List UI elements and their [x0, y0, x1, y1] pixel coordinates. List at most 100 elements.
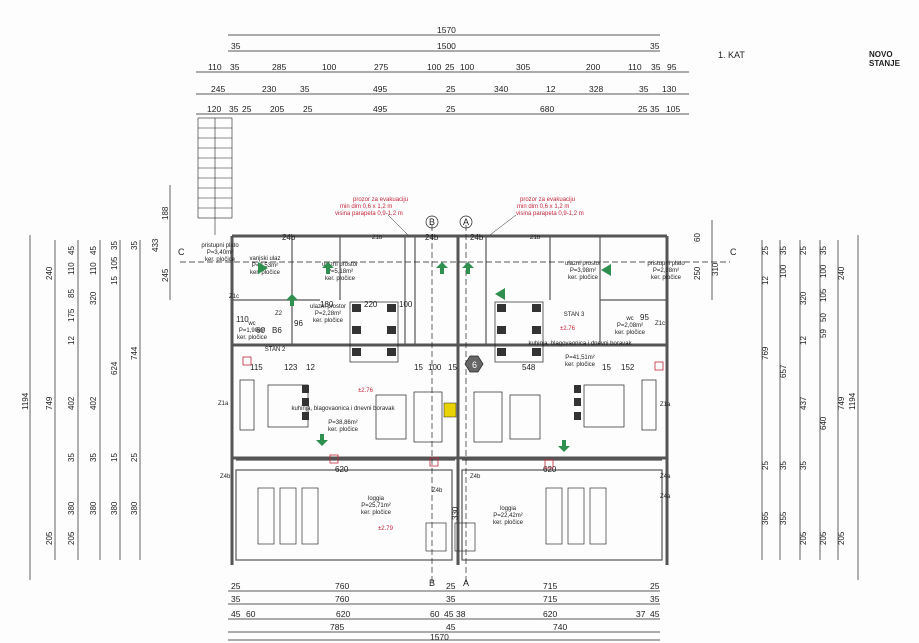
svg-text:25: 25 [446, 581, 456, 591]
svg-text:380: 380 [67, 501, 76, 515]
svg-text:38: 38 [456, 609, 466, 619]
hex-marker: 6 [464, 355, 484, 373]
highlight-marker [443, 402, 457, 418]
svg-text:320: 320 [89, 291, 98, 305]
svg-text:12: 12 [799, 336, 808, 345]
svg-text:96: 96 [294, 319, 303, 328]
svg-text:ulazni prostor: ulazni prostor [322, 262, 358, 268]
svg-text:12: 12 [67, 336, 76, 345]
svg-text:45: 45 [89, 246, 98, 255]
svg-text:785: 785 [330, 622, 344, 632]
svg-text:205: 205 [270, 104, 284, 114]
svg-text:60: 60 [246, 609, 256, 619]
svg-text:657: 657 [779, 364, 788, 378]
svg-text:ker. pločice: ker. pločice [328, 427, 359, 433]
svg-text:pristupni plato: pristupni plato [647, 261, 685, 267]
svg-text:620: 620 [543, 609, 557, 619]
svg-text:35: 35 [650, 41, 660, 51]
svg-text:35: 35 [779, 246, 788, 255]
svg-text:355: 355 [779, 511, 788, 525]
svg-text:205: 205 [799, 531, 808, 545]
svg-text:P=1,90m²: P=1,90m² [239, 328, 265, 334]
svg-text:230: 230 [262, 84, 276, 94]
element-tags: Z1a Z1b Z1c Z2 Z4b Z4b Z4b Z1a Z4a Z4a Z… [218, 235, 671, 532]
svg-text:P=3,40m²: P=3,40m² [207, 250, 233, 256]
svg-text:760: 760 [335, 581, 349, 591]
svg-text:P=41,51m²: P=41,51m² [565, 355, 595, 361]
svg-text:Z4b: Z4b [470, 474, 481, 480]
svg-text:205: 205 [837, 531, 846, 545]
svg-text:35: 35 [639, 84, 649, 94]
svg-text:85: 85 [67, 289, 76, 298]
svg-text:kuhinja, blagovaonica i dnevni: kuhinja, blagovaonica i dnevni boravak [528, 341, 632, 347]
svg-text:Z4a: Z4a [660, 474, 671, 480]
svg-text:loggia: loggia [368, 496, 385, 502]
svg-text:100: 100 [399, 300, 413, 309]
svg-text:188: 188 [161, 206, 170, 220]
svg-text:25: 25 [130, 453, 139, 462]
svg-text:Z1a: Z1a [218, 401, 229, 407]
svg-text:24b: 24b [425, 233, 439, 242]
svg-text:1570: 1570 [430, 632, 449, 642]
svg-text:ker. pločice: ker. pločice [237, 335, 268, 341]
svg-text:620: 620 [335, 465, 349, 474]
svg-text:P=22,42m²: P=22,42m² [493, 513, 523, 519]
svg-text:624: 624 [110, 361, 119, 375]
svg-text:P=2,08m²: P=2,08m² [617, 323, 643, 329]
svg-text:25: 25 [761, 246, 770, 255]
svg-text:Z1c: Z1c [229, 294, 239, 300]
right-dimension-labels: 25 12 769 25 365 35 100 657 35 355 25 32… [693, 233, 857, 545]
svg-text:wc: wc [247, 321, 255, 327]
evacuation-window-notes: prozor za evakuaciju min dim 0,6 x 1,2 m… [335, 197, 584, 217]
svg-text:35: 35 [650, 104, 660, 114]
svg-text:328: 328 [589, 84, 603, 94]
svg-text:1500: 1500 [437, 41, 456, 51]
svg-text:ker. pločice: ker. pločice [565, 362, 596, 368]
svg-text:205: 205 [67, 531, 76, 545]
svg-text:37: 37 [636, 609, 646, 619]
svg-text:45: 45 [650, 609, 660, 619]
svg-text:35: 35 [819, 246, 828, 255]
section-markers: B A B A C C [178, 215, 737, 588]
svg-text:C: C [178, 247, 185, 257]
svg-text:45: 45 [446, 622, 456, 632]
svg-text:P=5,18m²: P=5,18m² [327, 269, 353, 275]
svg-text:ker. pločice: ker. pločice [250, 270, 281, 276]
svg-text:100: 100 [427, 62, 441, 72]
svg-text:95: 95 [667, 62, 677, 72]
svg-text:35: 35 [300, 84, 310, 94]
svg-text:240: 240 [45, 266, 54, 280]
svg-text:ker. pločice: ker. pločice [493, 520, 524, 526]
svg-text:P=25,71m²: P=25,71m² [361, 503, 391, 509]
svg-text:620: 620 [336, 609, 350, 619]
chairs [302, 304, 581, 420]
svg-text:205: 205 [45, 531, 54, 545]
svg-text:275: 275 [374, 62, 388, 72]
svg-text:35: 35 [651, 62, 661, 72]
svg-text:Z1b: Z1b [530, 235, 541, 241]
external-staircase [197, 117, 233, 235]
svg-text:35: 35 [110, 241, 119, 250]
svg-text:P=3,98m²: P=3,98m² [570, 268, 596, 274]
svg-text:152: 152 [621, 363, 635, 372]
svg-text:24b: 24b [282, 233, 296, 242]
svg-text:35: 35 [779, 461, 788, 470]
svg-text:200: 200 [586, 62, 600, 72]
svg-text:760: 760 [335, 594, 349, 604]
svg-text:Z1b: Z1b [372, 235, 383, 241]
svg-text:105: 105 [110, 256, 119, 270]
svg-text:ker. pločice: ker. pločice [568, 275, 599, 281]
svg-text:250: 250 [693, 266, 702, 280]
svg-text:402: 402 [67, 396, 76, 410]
svg-text:715: 715 [543, 594, 557, 604]
svg-text:330: 330 [451, 506, 460, 520]
svg-text:380: 380 [89, 501, 98, 515]
svg-text:110: 110 [89, 262, 98, 275]
section-lines [180, 225, 730, 585]
svg-text:769: 769 [761, 346, 770, 360]
state-label: NOVO STANJE [869, 50, 900, 68]
